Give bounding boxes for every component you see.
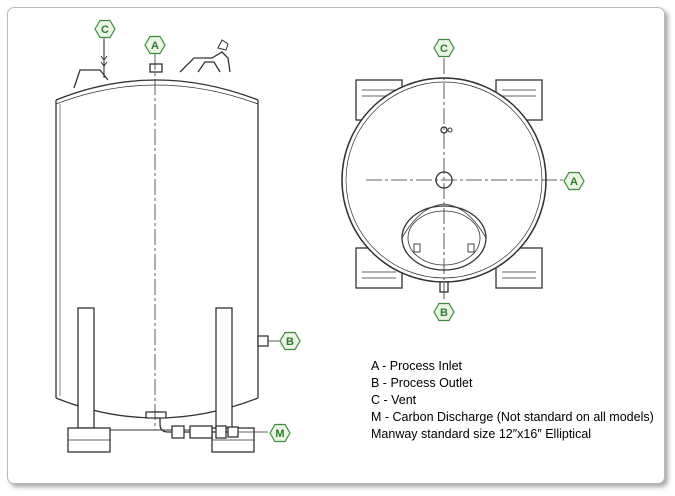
svg-text:M: M: [275, 428, 284, 440]
side-nozzle: [257, 335, 269, 347]
svg-text:A: A: [570, 176, 578, 188]
legend-item-c: C - Vent: [371, 393, 417, 407]
callout-b-side: B: [279, 331, 301, 351]
svg-text:B: B: [286, 336, 294, 348]
callout-c-left: C: [94, 19, 116, 39]
svg-text:A: A: [151, 40, 159, 52]
legend-manway-note: Manway standard size 12″x16″ Elliptical: [371, 427, 592, 441]
top-fitting: [179, 51, 231, 73]
svg-text:C: C: [440, 43, 448, 55]
svg-text:B: B: [440, 307, 448, 319]
side-view: [55, 36, 280, 453]
leg-right: [215, 307, 233, 429]
top-nozzle: [149, 63, 163, 73]
callout-m-drain: M: [269, 423, 291, 443]
legend-item-m: M - Carbon Discharge (Not standard on al…: [371, 410, 654, 424]
legend: A - Process Inlet B - Process Outlet C -…: [371, 358, 671, 443]
drain-pipe: [152, 411, 236, 433]
tank-top-head: [55, 79, 259, 101]
legend-item-a: A - Process Inlet: [371, 359, 463, 373]
svg-text:C: C: [101, 24, 109, 36]
callout-a-right: A: [563, 171, 585, 191]
callout-a-left: A: [144, 35, 166, 55]
callout-b-bottom: B: [433, 302, 455, 322]
callouts: C A B M C A B: [94, 19, 585, 443]
leg-left: [77, 307, 95, 429]
drawing-frame: [7, 7, 665, 484]
top-view: [341, 58, 566, 302]
legend-item-b: B - Process Outlet: [371, 376, 473, 390]
callout-c-top: C: [433, 38, 455, 58]
